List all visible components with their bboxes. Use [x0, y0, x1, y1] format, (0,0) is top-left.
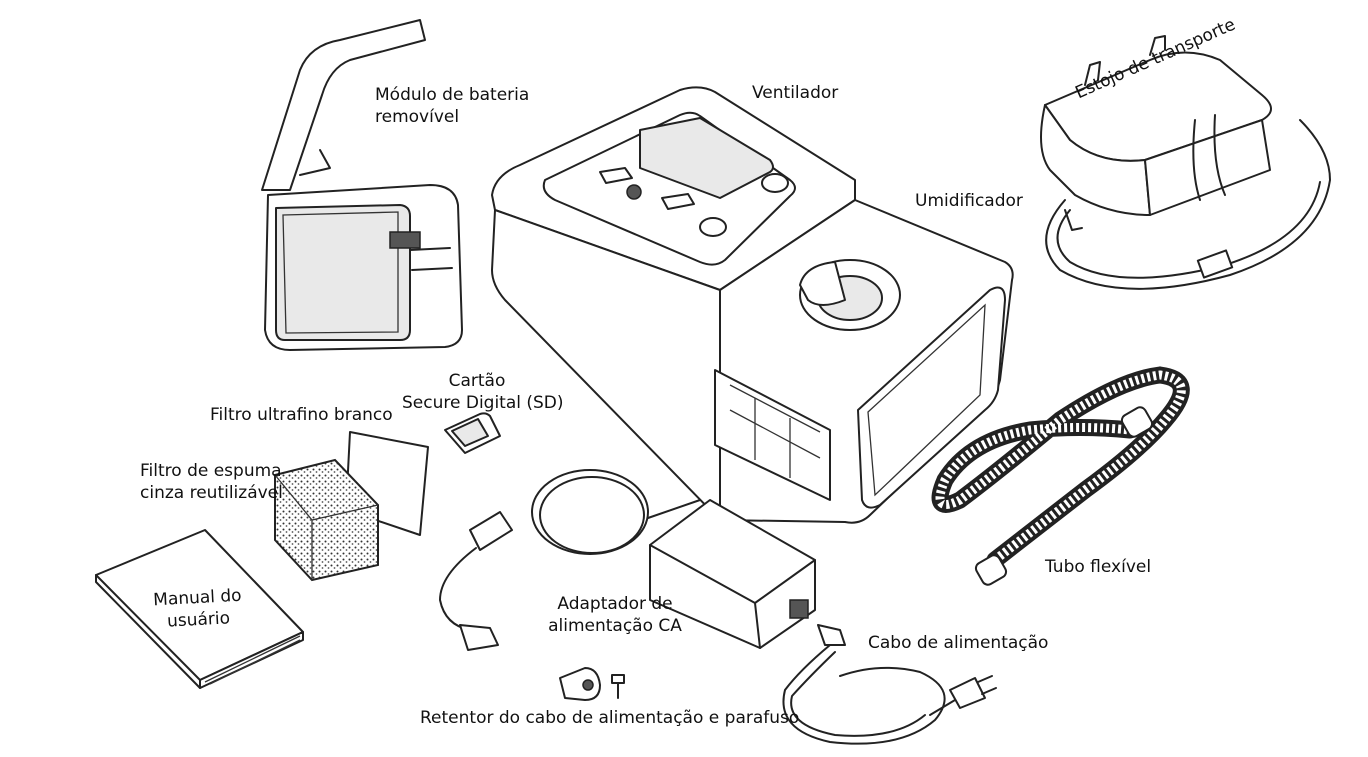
label-ultrafine-filter: Filtro ultrafino branco [210, 405, 393, 425]
label-sd-card-line2: Secure Digital (SD) [402, 393, 564, 413]
label-sd-card-line1: Cartão [448, 371, 506, 391]
label-power-cord: Cabo de alimentação [868, 633, 1049, 653]
label-cord-retainer: Retentor do cabo de alimentação e parafu… [420, 708, 800, 728]
power-cord-icon [782, 624, 997, 745]
carrying-case-icon [1040, 35, 1331, 290]
label-battery-line2: removível [375, 107, 460, 127]
label-ac-adapter-line2: alimentação CA [548, 616, 682, 636]
label-foam-filter-line2: cinza reutilizável [140, 483, 283, 503]
foam-filter-icon [274, 458, 379, 582]
flexible-tube-icon [931, 366, 1190, 586]
label-battery: Módulo de bateria removível [375, 84, 529, 128]
cord-retainer-icon [559, 667, 625, 701]
label-humidifier: Umidificador [915, 191, 1023, 211]
label-battery-line1: Módulo de bateria [375, 85, 530, 105]
label-tubing: Tubo flexível [1045, 557, 1152, 577]
label-manual: Manual do usuário [147, 584, 249, 633]
humidifier-icon [714, 199, 1014, 524]
sd-card-icon [444, 412, 501, 454]
label-sd-card: Cartão Secure Digital (SD) [402, 370, 564, 414]
ventilator-device-icon [491, 86, 856, 521]
label-ac-adapter: Adaptador de alimentação CA [540, 593, 690, 637]
label-ac-adapter-line1: Adaptador de [557, 594, 673, 614]
ac-adapter-icon [439, 469, 816, 651]
label-ventilator: Ventilador [752, 83, 839, 103]
manual-book-icon [95, 529, 304, 689]
battery-module-icon [261, 19, 463, 351]
label-foam-filter-line1: Filtro de espuma [140, 461, 282, 481]
label-foam-filter: Filtro de espuma cinza reutilizável [140, 460, 283, 504]
